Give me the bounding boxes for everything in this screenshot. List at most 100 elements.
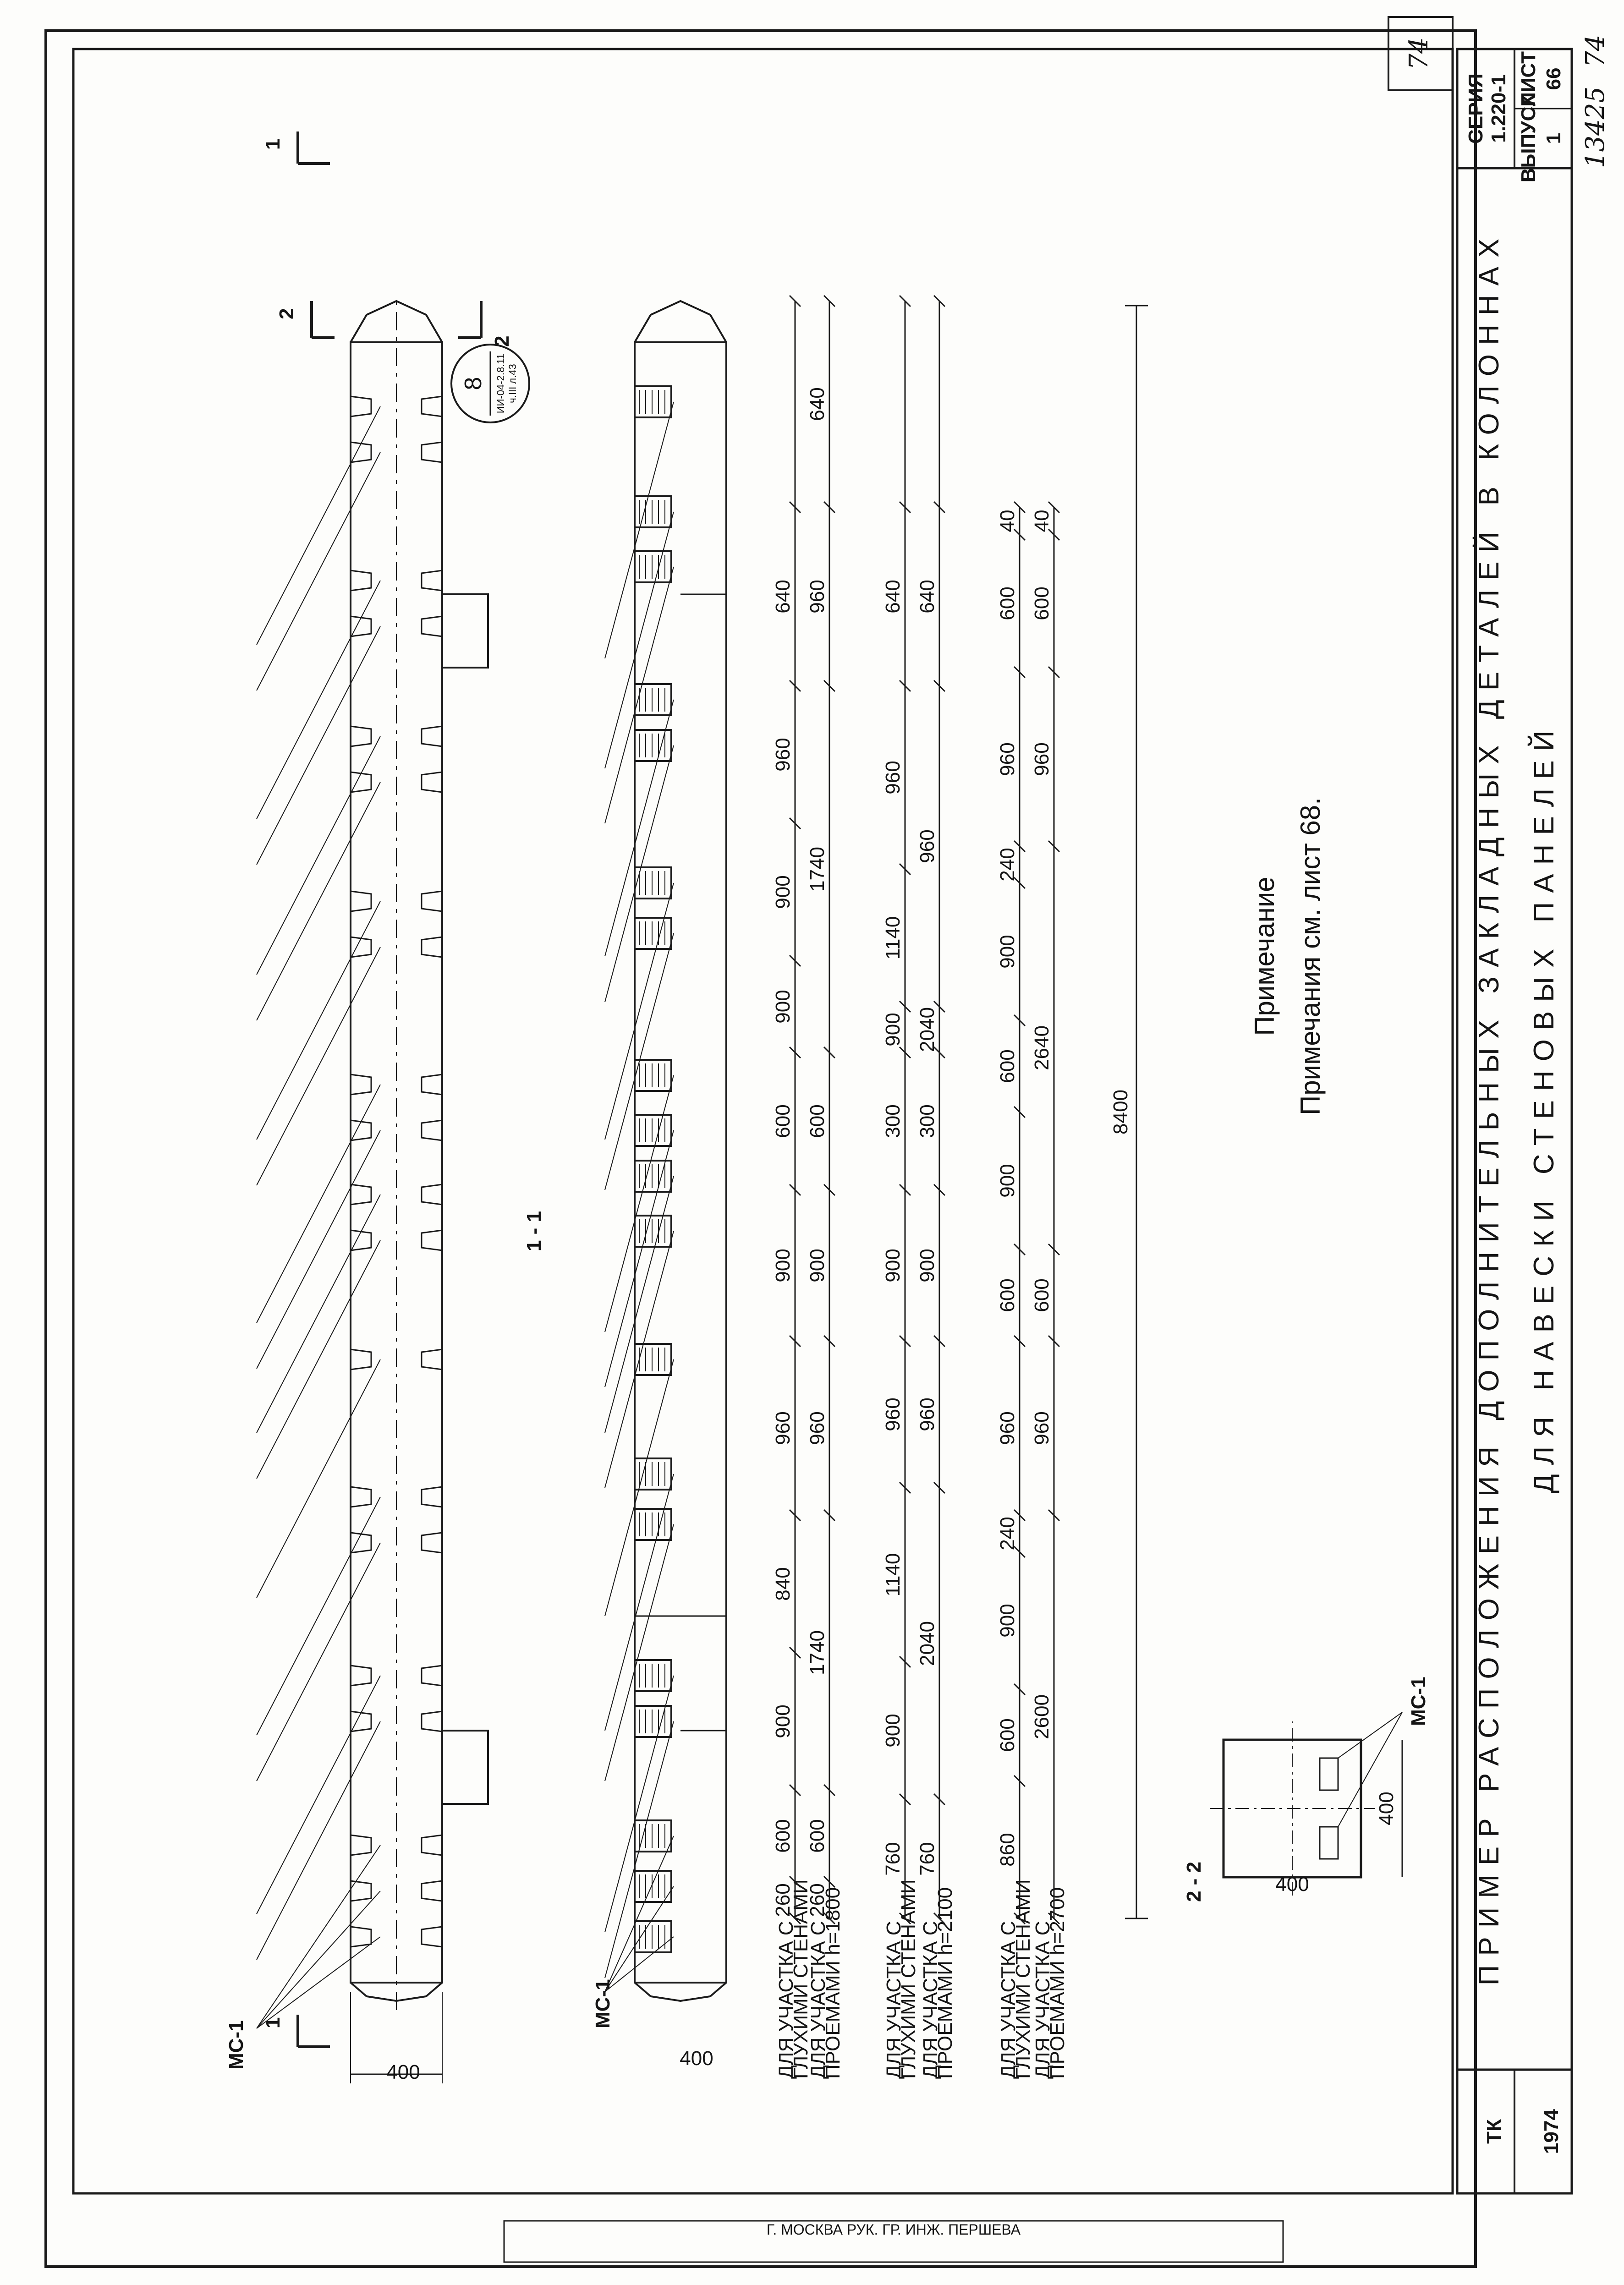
dim-tick: [899, 1046, 911, 1059]
dim-tick: [1048, 840, 1060, 853]
note-block: Примечание Примечания см. лист 68.: [1249, 797, 1326, 1115]
dim-text: 960: [1031, 742, 1053, 776]
window-opening: [634, 1215, 672, 1248]
dim-tick: [899, 863, 911, 876]
embedded-plate: [421, 1119, 443, 1141]
title-block: ТК 1974 ПРИМЕР РАСПОЛОЖЕНИЯ ДОПОЛНИТЕЛЬН…: [1456, 35, 1610, 2195]
embedded-plate: [421, 1229, 443, 1251]
dim-tick: [1013, 1912, 1026, 1925]
leader-line: [256, 1496, 381, 1736]
panel-layout: [634, 300, 727, 2002]
row-label-2: ДЛЯ УЧАСТКА С ПРОЕМАМИ h=1800: [807, 1887, 844, 2079]
row-label-1: ДЛЯ УЧАСТКА С ГЛУХИМИ СТЕНАМИ: [775, 1879, 812, 2079]
dim-text: 2040: [916, 1621, 938, 1666]
callout-ref-1: ИИ-04-2.8.11: [495, 354, 506, 413]
leader-line: [604, 1474, 674, 1731]
dim-tick: [1013, 1683, 1026, 1696]
dim-text: 2600: [1031, 1694, 1053, 1739]
sheet-number-box: 74: [1388, 16, 1454, 91]
dim-tick: [789, 954, 801, 967]
svg-text:ГЛУХИМИ СТЕНАМИ: ГЛУХИМИ СТЕНАМИ: [1012, 1879, 1034, 2079]
dim-tick: [789, 1335, 801, 1348]
dim-tick: [823, 501, 836, 514]
dim-tick: [933, 295, 946, 307]
row-label-5: ДЛЯ УЧАСТКА С ГЛУХИМИ СТЕНАМИ: [997, 1879, 1034, 2079]
width-dim-1: 400: [350, 1992, 443, 2083]
dim-tick: [789, 1646, 801, 1659]
column-bracket-right: [441, 593, 489, 669]
dim-text: 600: [996, 586, 1019, 620]
dim-text: 900: [996, 935, 1019, 968]
dim-text: 900: [772, 875, 794, 909]
embedded-plate: [421, 725, 443, 747]
embedded-plates-bottom: [421, 395, 443, 1948]
embedded-plate: [350, 1486, 372, 1508]
callout-ref-2: ч.III л.43: [507, 364, 518, 403]
dim-tick: [899, 1481, 911, 1494]
dim-text: 900: [996, 1164, 1019, 1197]
dim-tick: [1013, 1335, 1026, 1348]
dimension-chains: 2606009008409609006009009009606402606001…: [772, 295, 1060, 1925]
window-opening: [634, 1458, 672, 1490]
dim-tick: [823, 1046, 836, 1059]
leader-lines-1: [256, 406, 381, 2029]
leader-line: [604, 745, 674, 1003]
window-opening: [634, 495, 672, 528]
dim-text: 600: [996, 1049, 1019, 1083]
leader-line: [604, 1176, 674, 1433]
dim-tick: [933, 1000, 946, 1013]
dim-tick: [933, 679, 946, 692]
svg-text:ПРОЕМАМИ h=1800: ПРОЕМАМИ h=1800: [822, 1887, 844, 2079]
leader-line: [604, 1886, 674, 1992]
embedded-plate: [421, 441, 443, 463]
embedded-plate: [350, 441, 372, 463]
outer-frame: [44, 29, 1477, 2268]
dim-text: 900: [996, 1604, 1019, 1637]
dim-tick: [1013, 666, 1026, 679]
dim-tick: [1048, 1509, 1060, 1522]
dim-tick: [899, 1335, 911, 1348]
embedded-plate: [350, 1834, 372, 1856]
leader-line: [256, 580, 381, 819]
sheet-value: 66: [1542, 68, 1565, 90]
dim-text: 860: [996, 1833, 1019, 1866]
embedded-plate: [421, 1184, 443, 1206]
dim-tick: [1013, 1243, 1026, 1256]
dim-text: 960: [1031, 1411, 1053, 1445]
leader-line: [256, 1845, 381, 2029]
dim-tick: [1048, 501, 1060, 514]
embedded-plate: [421, 936, 443, 958]
dim-tick: [823, 1335, 836, 1348]
total-dim: 8400: [1109, 305, 1148, 1919]
svg-text:ДЛЯ УЧАСТКА С: ДЛЯ УЧАСТКА С: [775, 1921, 797, 2079]
column-top-end: [350, 300, 443, 343]
section-2-marker: 2 2: [275, 301, 513, 347]
dim-text: 900: [772, 1704, 794, 1738]
dim-text: 600: [806, 1819, 828, 1852]
dim-text: 1740: [806, 1630, 828, 1675]
dim-tick: [789, 1509, 801, 1522]
leader-line: [256, 1890, 381, 2029]
dim-tick: [789, 1046, 801, 1059]
window-opening: [634, 1114, 672, 1147]
dim-tick: [789, 1875, 801, 1888]
embedded-plate: [350, 1229, 372, 1251]
embedded-plate: [350, 615, 372, 637]
window-opening: [634, 1870, 672, 1903]
dim-tick: [933, 1912, 946, 1925]
embedded-plate: [350, 771, 372, 793]
part-label-1: МС-1: [225, 2020, 247, 2070]
dim-text: 960: [996, 742, 1019, 776]
dim-text: 960: [996, 1411, 1019, 1445]
dim-tick: [899, 1793, 911, 1806]
stamp: Г. МОСКВА РУК. ГР. ИНЖ. ПЕРШЕВА: [503, 2220, 1284, 2263]
leader-lines-2: [604, 401, 674, 1992]
leader-line: [256, 1675, 381, 1914]
stamp-text: Г. МОСКВА РУК. ГР. ИНЖ. ПЕРШЕВА: [767, 2221, 1021, 2238]
dim-text: 960: [772, 1411, 794, 1445]
note-text: Примечания см. лист 68.: [1295, 797, 1326, 1115]
leader-line: [256, 782, 381, 1021]
dim-text: 760: [916, 1842, 938, 1875]
total-dim-text: 8400: [1109, 1090, 1132, 1134]
embedded-plate: [350, 395, 372, 417]
